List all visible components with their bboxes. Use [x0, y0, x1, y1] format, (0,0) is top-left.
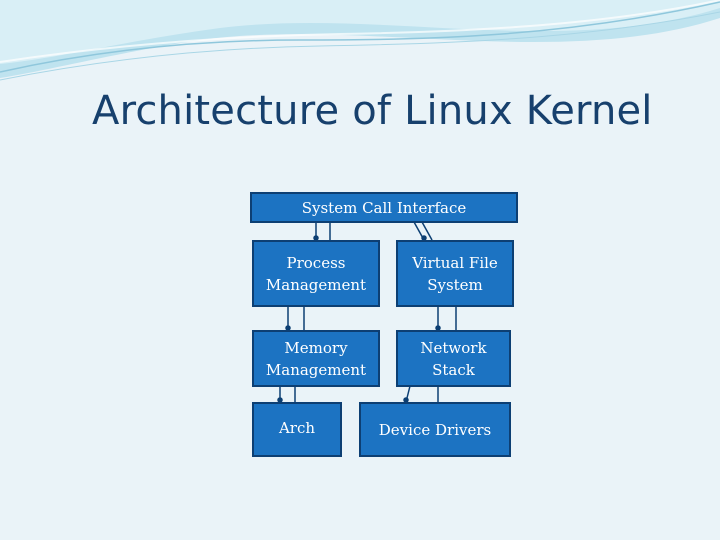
- device-drivers-box: Device Drivers: [359, 402, 511, 457]
- system-call-interface-label: System Call Interface: [301, 198, 467, 217]
- system-call-interface-box: System Call Interface: [250, 192, 518, 223]
- connector-sci-vfs-right: [421, 221, 433, 241]
- arch-label: Arch: [278, 419, 316, 437]
- device-drivers-label: Device Drivers: [378, 420, 492, 439]
- process-management-box: Process Management: [252, 240, 380, 307]
- virtual-file-system-box: Virtual File System: [396, 240, 514, 307]
- header-swoosh-decoration: [0, 0, 720, 81]
- memory-management-box: Memory Management: [252, 330, 380, 387]
- network-stack-box: Network Stack: [396, 330, 511, 387]
- process-management-label: Process Management: [265, 253, 367, 294]
- arch-box: Arch: [252, 402, 342, 457]
- virtual-file-system-label: Virtual File System: [412, 253, 498, 294]
- slide-title: Architecture of Linux Kernel: [92, 88, 653, 134]
- memory-management-label: Memory Management: [265, 338, 367, 379]
- connector-ns-dd-left: [405, 385, 411, 403]
- network-stack-label: Network Stack: [420, 338, 487, 379]
- connector-sci-vfs-left: [413, 221, 425, 241]
